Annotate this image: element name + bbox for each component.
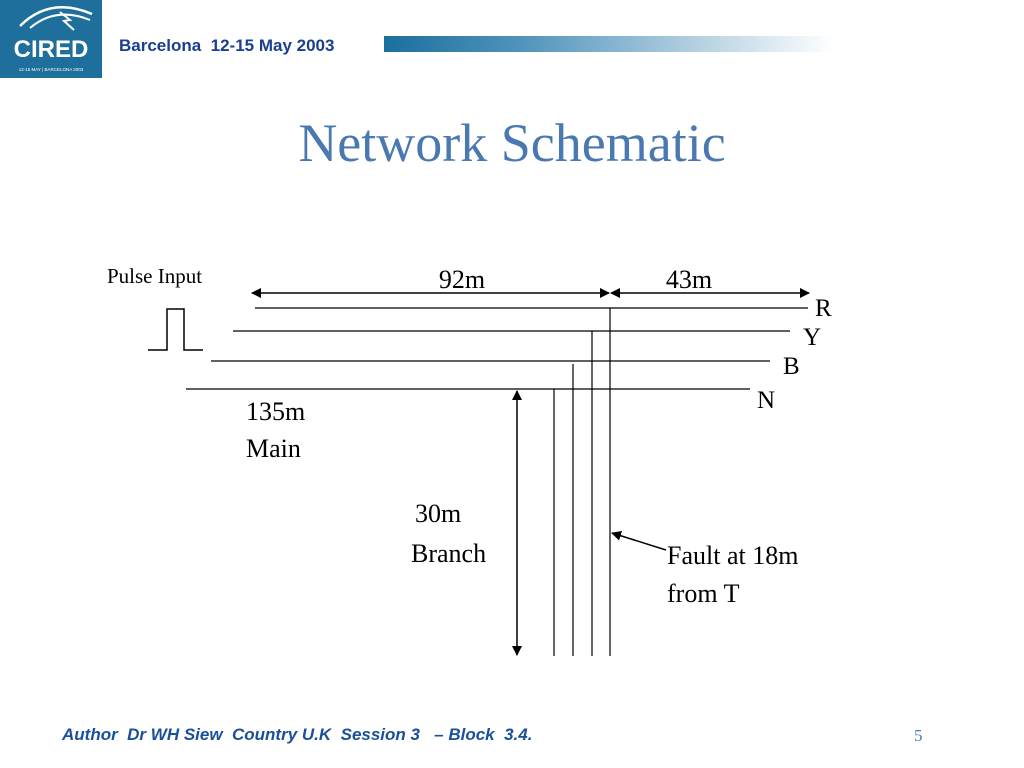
branch-length-label: 30m [415, 499, 461, 528]
main-length-label: 135m [246, 397, 305, 426]
header-gradient-bar [384, 36, 834, 52]
event-header: Barcelona 12-15 May 2003 [119, 36, 335, 55]
dimension-label-92m: 92m [439, 265, 485, 294]
branch-label: Branch [411, 539, 486, 568]
phase-label-n: N [757, 387, 775, 414]
page-number: 5 [914, 726, 923, 745]
phase-label-b: B [783, 353, 800, 380]
fault-label-line2: from T [667, 579, 740, 608]
main-label: Main [246, 434, 301, 463]
pulse-symbol [148, 308, 203, 351]
phase-label-r: R [815, 295, 832, 322]
pulse-input-label: Pulse Input [107, 264, 202, 288]
fault-label-line1: Fault at 18m [667, 541, 798, 570]
fault-pointer-arrow [611, 530, 667, 551]
footer-author-info: Author Dr WH Siew Country U.K Session 3 … [62, 725, 533, 744]
dimension-label-43m: 43m [666, 265, 712, 294]
logo-subtext: 12-15 MAY | BARCELONA 2003 [19, 67, 84, 72]
slide-title: Network Schematic [298, 113, 726, 173]
cired-logo: CIRED 12-15 MAY | BARCELONA 2003 [0, 0, 102, 78]
phase-label-y: Y [803, 324, 821, 351]
logo-text: CIRED [14, 36, 89, 63]
